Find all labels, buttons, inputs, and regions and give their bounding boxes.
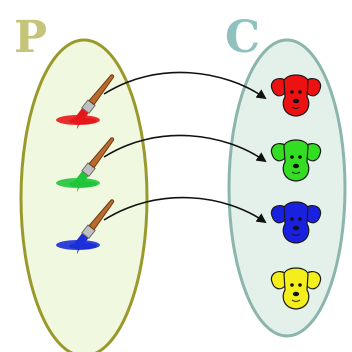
dog-ear-left <box>270 142 288 162</box>
dog-mouth <box>291 299 301 302</box>
brush-bristles <box>69 107 90 129</box>
dog-mouth <box>291 233 301 236</box>
dog-eye-left <box>290 283 294 287</box>
dog-eye-right <box>298 90 302 94</box>
dog-nose <box>292 225 300 231</box>
dog-eye-right <box>298 217 302 221</box>
dog-eye-right <box>298 155 302 159</box>
mapping-arrow <box>103 196 267 224</box>
brush-handle <box>88 137 115 169</box>
set-c-ellipse <box>227 38 347 338</box>
set-p-label: P <box>14 12 47 63</box>
brush-group <box>56 74 115 254</box>
dog-mouth <box>291 171 301 174</box>
dog-eye-left <box>290 217 294 221</box>
brush <box>69 137 115 192</box>
dog-ear-left <box>270 204 288 224</box>
dog-head <box>282 74 310 117</box>
dog-eye-left <box>290 90 294 94</box>
brush-bristles <box>69 170 90 192</box>
dog-ear-right <box>304 204 322 224</box>
arrow-group <box>103 71 267 224</box>
dog-face-icon <box>270 267 322 310</box>
dog-nose <box>292 291 300 297</box>
dog-nose <box>292 98 300 104</box>
dog-nose <box>292 163 300 169</box>
dog-head <box>282 267 310 310</box>
paintbrush-icon <box>56 74 115 129</box>
paintbrush-icon <box>56 199 115 254</box>
brush-bristles <box>69 232 90 254</box>
dog-ear-left <box>270 270 288 290</box>
brush-handle <box>88 199 115 231</box>
dog-head <box>282 139 310 182</box>
mapping-arrow <box>103 134 267 163</box>
dog-group <box>270 74 322 310</box>
dog-ear-left <box>270 77 288 97</box>
dog-ear-right <box>304 270 322 290</box>
dog-face-icon <box>270 139 322 182</box>
dog-eye-right <box>298 283 302 287</box>
mapping-arrow <box>103 71 267 100</box>
dog-eye-left <box>290 155 294 159</box>
brush-handle <box>88 74 115 106</box>
set-c: C <box>225 12 347 338</box>
dog-ear-right <box>304 142 322 162</box>
set-c-label: C <box>225 12 260 63</box>
paintbrush-icon <box>56 137 115 192</box>
dog-mouth <box>291 106 301 109</box>
set-p-ellipse <box>19 38 149 352</box>
brush <box>69 74 115 129</box>
set-p: P <box>14 12 149 352</box>
brush <box>69 199 115 254</box>
dog-ear-right <box>304 77 322 97</box>
dog-head <box>282 201 310 244</box>
dog-face-icon <box>270 74 322 117</box>
dog-face-icon <box>270 201 322 244</box>
